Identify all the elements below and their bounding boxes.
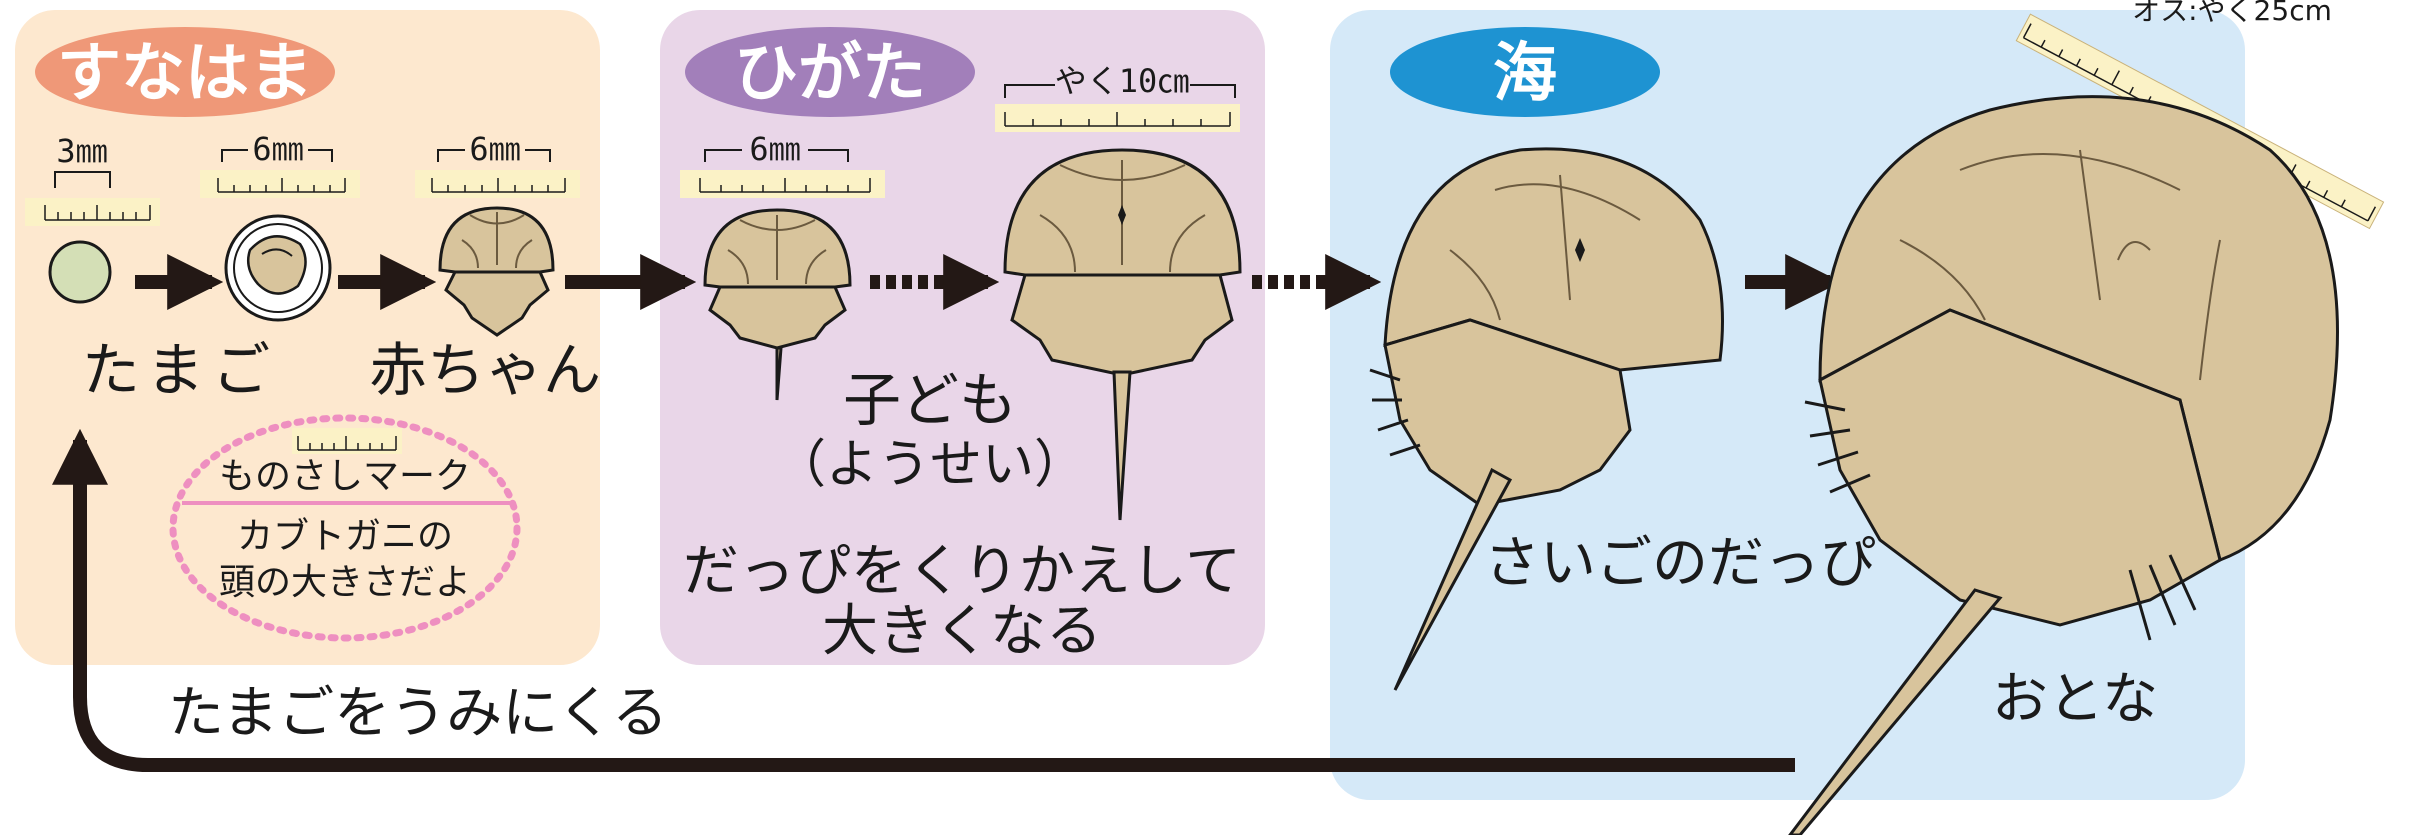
juvenile-large-ruler-ticks <box>1004 112 1231 127</box>
adult-horseshoe-crab-icon <box>1788 95 2339 835</box>
juvenile-small-ruler-ticks <box>699 178 871 193</box>
baby-size-bracket <box>437 149 551 162</box>
juvenile-large-horseshoe-crab-icon <box>1003 148 1242 521</box>
egg-label: たまご <box>82 336 278 404</box>
baby-size-label: 6㎜ <box>469 130 520 168</box>
molt-label-line1: だっぴをくりかえして <box>683 539 1241 604</box>
zone-sea-title: 海 <box>1493 37 1557 111</box>
hatching-egg-icon <box>224 214 332 322</box>
ruler-note-ruler-ticks <box>297 436 397 451</box>
hatching-size-label: 6㎜ <box>252 130 303 168</box>
ruler-note-bubble <box>169 414 521 642</box>
baby-label: 赤ちゃん <box>369 336 601 404</box>
hatching-ruler-ticks <box>217 178 346 193</box>
zone-beach-pill <box>35 27 335 117</box>
juvenile-large-size-bracket <box>1004 84 1236 98</box>
egg-ruler-ticks <box>44 205 151 221</box>
juvenile-small-ruler <box>680 170 885 198</box>
ruler-note-line1: ものさしマーク <box>219 456 471 497</box>
egg-ruler <box>25 198 160 226</box>
return-arrow <box>52 428 1795 772</box>
ruler-note-line2: カブトガニの <box>237 516 453 557</box>
juvenile-small-horseshoe-crab-icon <box>703 208 852 401</box>
baby-ruler-ticks <box>431 178 566 193</box>
adult-size-label: オス:やく25cm <box>2132 0 2332 27</box>
adult-label: おとな <box>1992 667 2158 732</box>
zone-sea-pill <box>1390 27 1660 117</box>
egg-icon <box>48 240 112 304</box>
zone-tidalflat-pill <box>685 27 975 117</box>
juvenile-large-size-label: やく10㎝ <box>1055 62 1190 100</box>
child-label-line1: 子ども <box>843 366 1017 434</box>
baby-horseshoe-crab-icon <box>438 206 555 337</box>
last-molt-horseshoe-crab-icon <box>1369 147 1724 691</box>
return-label: たまごをうみにくる <box>168 681 668 746</box>
juvenile-small-size-bracket <box>704 149 849 162</box>
zone-beach-title: すなはま <box>57 37 313 111</box>
egg-size-bracket <box>54 171 111 188</box>
molt-label-line2: 大きくなる <box>822 599 1102 664</box>
hatching-size-bracket <box>221 149 333 162</box>
hatching-ruler <box>200 170 360 198</box>
zone-tidalflat-title: ひがた <box>734 37 926 111</box>
egg-size-label: 3㎜ <box>56 132 107 170</box>
juvenile-small-size-label: 6㎜ <box>749 130 800 168</box>
child-label-line2: （ようせい） <box>774 435 1086 495</box>
last-molt-label: さいごのだっぴ <box>1484 531 1876 596</box>
ruler-note-line3: 頭の大きさだよ <box>219 562 471 603</box>
